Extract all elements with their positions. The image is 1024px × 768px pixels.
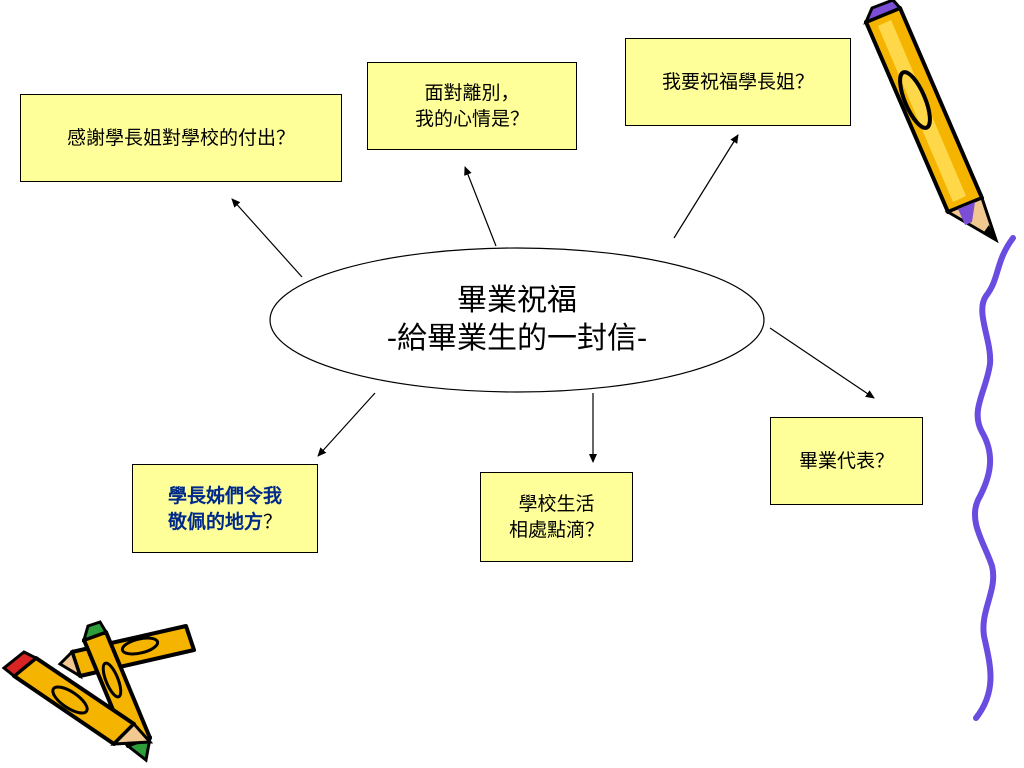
center-title-line2: -給畢業生的一封信-	[386, 321, 648, 356]
box-admire-line2-wrap: 敬佩的地方？	[168, 509, 282, 535]
box-admire-line2: 敬佩的地方	[167, 510, 263, 533]
box-feeling-line1: 面對離別，	[424, 82, 520, 104]
box-school-life-line2: 相處點滴？	[508, 519, 604, 541]
box-admire-line1: 學長姊們令我	[167, 484, 282, 507]
purple-wave-decoration	[971, 235, 1016, 721]
pencil-icon-top-right	[863, 0, 999, 244]
box-representative: 畢業代表？	[770, 417, 923, 505]
box-thanks: 感謝學長姐對學校的付出？	[20, 94, 342, 182]
box-bless-text: 我要祝福學長姐？	[661, 71, 814, 93]
center-title: 畢業祝福 -給畢業生的一封信-	[270, 248, 764, 392]
box-feeling: 面對離別， 我的心情是？	[367, 62, 577, 150]
pencils-icon-bottom-left	[1, 620, 196, 763]
arrow-to-feeling	[464, 166, 497, 247]
box-admire-suffix: ？	[263, 510, 283, 533]
center-ellipse	[269, 247, 765, 393]
box-thanks-text: 感謝學長姐對學校的付出？	[66, 127, 295, 149]
box-school-life-line1: 學校生活	[518, 493, 595, 515]
arrow-to-thanks	[231, 198, 303, 278]
box-feeling-line2: 我的心情是？	[414, 108, 529, 130]
box-admire: 學長姊們令我 敬佩的地方？	[132, 464, 318, 553]
arrow-to-bless	[673, 134, 739, 239]
arrow-to-representative	[769, 327, 875, 399]
arrow-to-admire	[317, 392, 376, 457]
box-representative-text: 畢業代表？	[798, 450, 894, 472]
center-title-line1: 畢業祝福	[457, 283, 577, 318]
box-bless: 我要祝福學長姐？	[625, 38, 851, 126]
box-school-life: 學校生活 相處點滴？	[480, 472, 633, 562]
